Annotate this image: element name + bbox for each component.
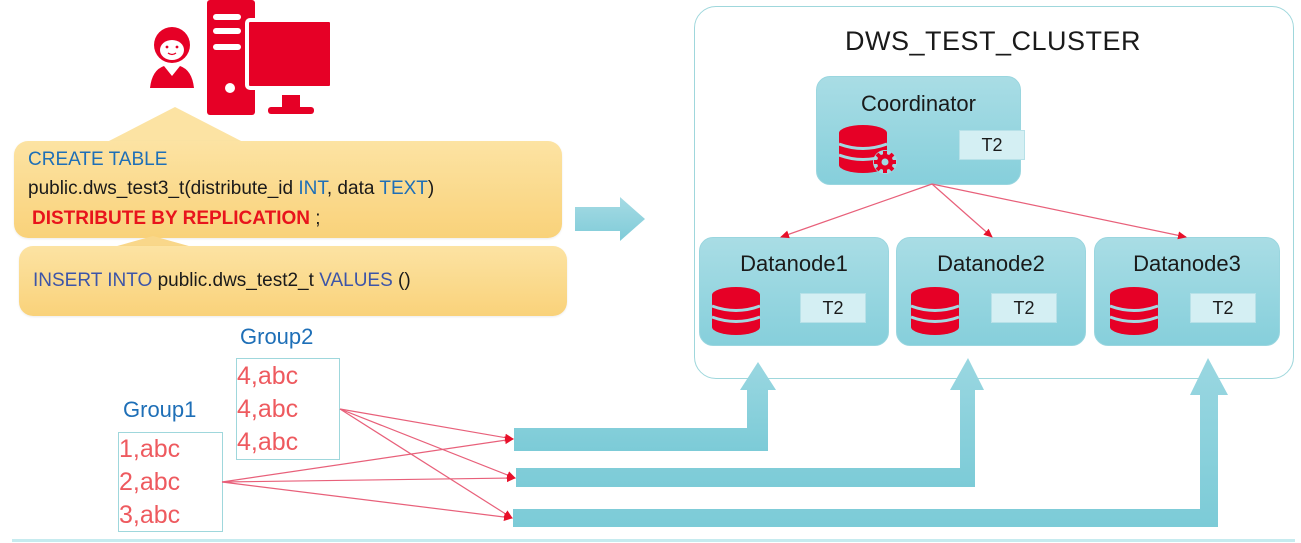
datanode-2[interactable]: Datanode2 T2 <box>896 237 1086 346</box>
table-definition: public.dws_test3_t(distribute_id <box>28 178 299 199</box>
sql-create-line1: CREATE TABLE <box>28 148 167 172</box>
group2-to-pipe2-line <box>339 408 516 479</box>
datanode-1[interactable]: Datanode1 T2 <box>699 237 889 346</box>
insert-into-keyword: INSERT INTO <box>33 270 153 291</box>
bottom-divider <box>12 539 1295 542</box>
group2-rows: 4,abc 4,abc 4,abc <box>236 358 340 460</box>
database-icon-part <box>711 304 761 312</box>
database-gear-icon <box>839 125 897 174</box>
database-icon <box>1109 287 1159 335</box>
group1-row: 1,abc <box>119 435 181 463</box>
group1-to-pipe2-line <box>221 474 516 483</box>
database-icon <box>910 287 960 335</box>
group2-label: Group2 <box>240 324 314 349</box>
int-keyword: INT <box>298 178 327 199</box>
group2-to-pipe1-line <box>339 408 514 442</box>
datanode-label: Datanode1 <box>740 251 848 276</box>
desktop-computer-icon <box>207 0 334 115</box>
distribute-clause: DISTRIBUTE BY REPLICATION <box>32 208 310 229</box>
insert-table-name: public.dws_test2_t <box>152 270 320 291</box>
database-icon-part <box>1109 315 1159 323</box>
flow-arrow-right <box>575 197 645 241</box>
coordinator-label: Coordinator <box>861 91 976 116</box>
datanode-3[interactable]: Datanode3 T2 <box>1094 237 1280 346</box>
group2-row: 4,abc <box>237 362 299 390</box>
database-icon-part <box>910 304 960 312</box>
group2-row: 4,abc <box>237 395 299 423</box>
user-icon <box>150 27 194 88</box>
callout-pointer <box>107 107 243 142</box>
datanode-table-t2[interactable]: T2 <box>1190 293 1256 323</box>
group2-row: 4,abc <box>237 428 299 456</box>
create-table-callout: CREATE TABLE public.dws_test3_t(distribu… <box>14 141 562 238</box>
database-icon <box>711 287 761 335</box>
values-keyword: VALUES <box>319 270 393 291</box>
cluster-title: DWS_TEST_CLUSTER <box>844 26 1142 56</box>
insert-callout: INSERT INTO public.dws_test2_t VALUES () <box>19 246 567 316</box>
database-icon-part <box>712 319 760 335</box>
text-keyword: TEXT <box>379 178 428 199</box>
group1-label: Group1 <box>123 397 197 422</box>
database-icon-part <box>910 315 960 323</box>
group1-rows: 1,abc 2,abc 3,abc <box>118 432 223 532</box>
group2-to-pipe3-line <box>339 408 513 519</box>
group1-to-pipe3-line <box>221 481 513 521</box>
sql-create-line2: public.dws_test3_t(distribute_id INT, da… <box>28 177 434 201</box>
column-data: , data <box>326 178 380 199</box>
database-icon-part <box>1110 319 1158 335</box>
database-icon-part <box>911 319 959 335</box>
datanode-label: Datanode3 <box>1133 251 1241 276</box>
coordinator-node[interactable]: Coordinator T2 <box>816 76 1025 185</box>
sql-insert-line: INSERT INTO public.dws_test2_t VALUES () <box>33 269 411 293</box>
database-icon-part <box>1109 304 1159 312</box>
semicolon: ; <box>309 208 321 229</box>
coordinator-table-t2[interactable]: T2 <box>959 130 1025 160</box>
datanode-table-t2[interactable]: T2 <box>800 293 866 323</box>
values-parens: () <box>392 270 411 291</box>
sql-create-line3: DISTRIBUTE BY REPLICATION ; <box>32 207 321 231</box>
pipe-to-datanode3 <box>513 358 1228 527</box>
database-icon-part <box>711 315 761 323</box>
datanode-label: Datanode2 <box>937 251 1045 276</box>
datanode-table-t2[interactable]: T2 <box>991 293 1057 323</box>
client-icons <box>150 0 334 115</box>
group1-row: 2,abc <box>119 468 181 496</box>
closing-paren: ) <box>427 178 435 199</box>
group1-row: 3,abc <box>119 501 181 529</box>
create-table-keyword: CREATE TABLE <box>28 149 168 170</box>
